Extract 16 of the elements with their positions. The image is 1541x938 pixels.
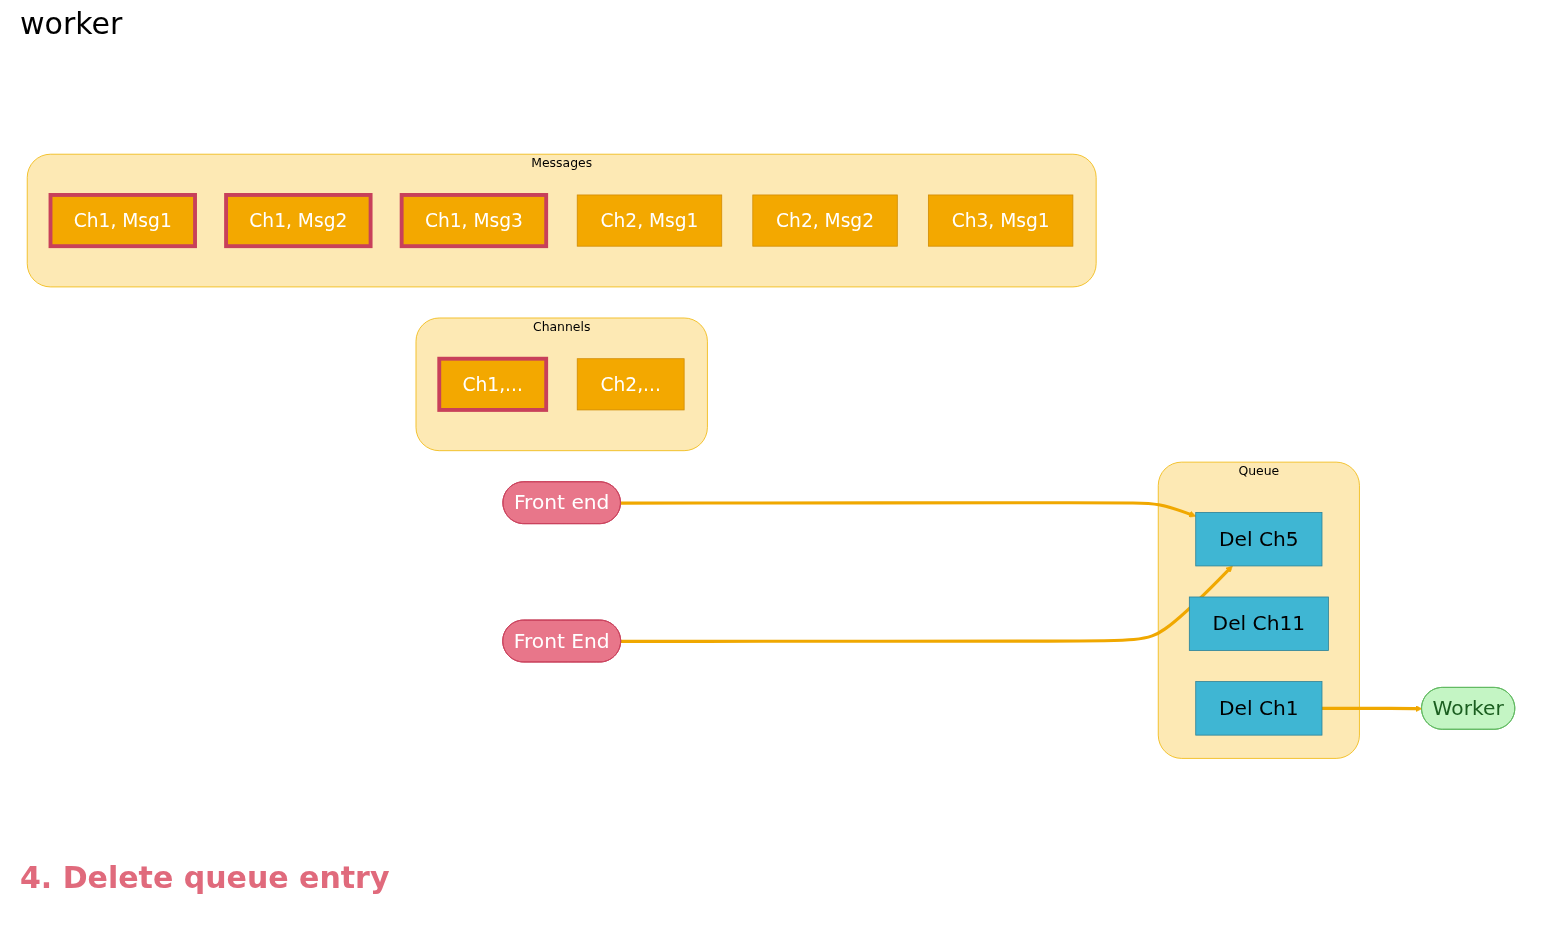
node-box: Del Ch5 bbox=[1194, 511, 1322, 566]
node-box: Ch1, Msg2 bbox=[223, 192, 373, 248]
node-box: Del Ch1 bbox=[1194, 680, 1322, 736]
node-box: Ch1, Msg1 bbox=[48, 192, 197, 248]
node-box: Ch2, Msg1 bbox=[576, 194, 722, 247]
node-box: Ch2,... bbox=[576, 358, 685, 410]
heading-text: worker bbox=[19, 5, 124, 43]
node-box: Ch1, Msg3 bbox=[399, 192, 548, 248]
node-box: Ch1,... bbox=[436, 356, 548, 412]
node-box: Del Ch11 bbox=[1188, 596, 1329, 651]
step-title: 4. Delete queue entry bbox=[19, 859, 391, 897]
arrow bbox=[1321, 704, 1422, 712]
arrow bbox=[620, 500, 1196, 518]
node-box: Ch3, Msg1 bbox=[927, 194, 1073, 247]
node-box: Ch2, Msg2 bbox=[751, 194, 898, 247]
arrow bbox=[620, 565, 1233, 643]
